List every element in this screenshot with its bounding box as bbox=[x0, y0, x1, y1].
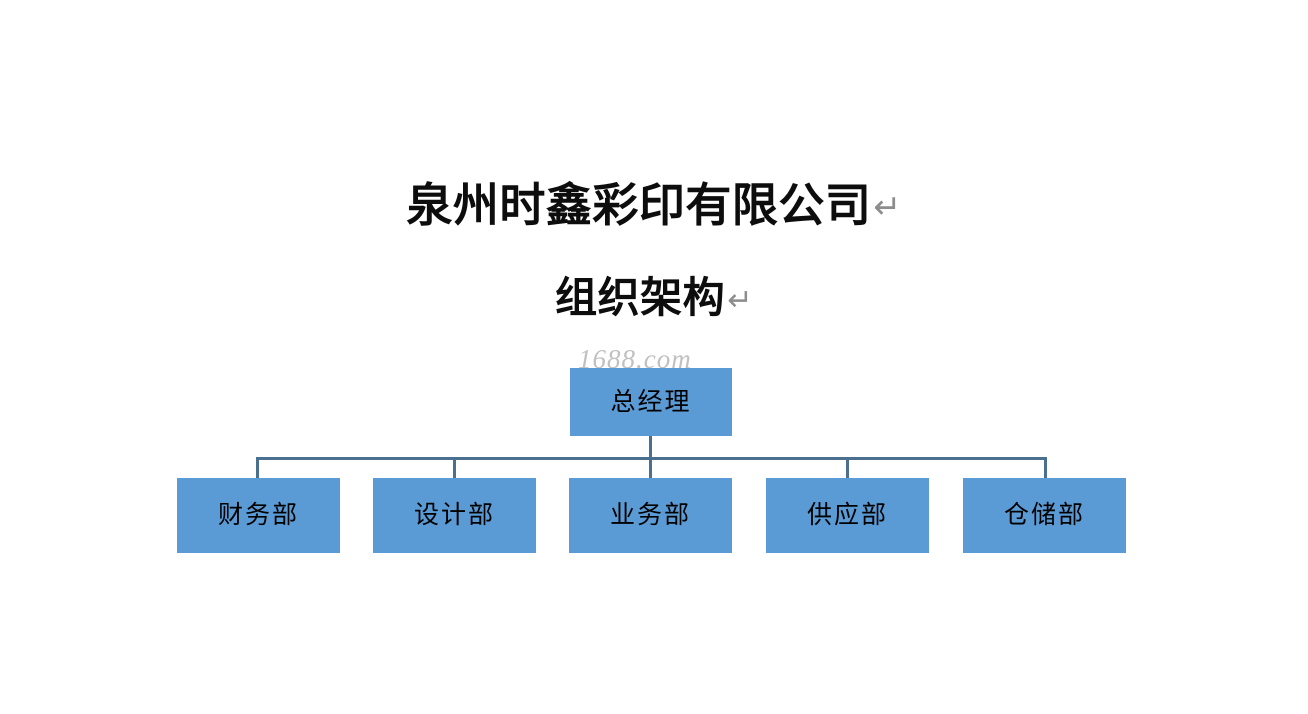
org-node-department-3[interactable]: 供应部 bbox=[766, 478, 929, 553]
connector-drop-4 bbox=[1044, 457, 1047, 479]
connector-drop-2 bbox=[649, 457, 652, 479]
org-node-label: 业务部 bbox=[609, 502, 691, 529]
connector-drop-1 bbox=[453, 457, 456, 479]
org-node-label: 财务部 bbox=[217, 502, 299, 529]
org-node-department-4[interactable]: 仓储部 bbox=[963, 478, 1126, 553]
return-mark-icon-2: ↵ bbox=[727, 283, 753, 317]
org-node-label: 总经理 bbox=[610, 388, 692, 416]
return-mark-icon-1: ↵ bbox=[873, 189, 902, 227]
connector-root-stem bbox=[649, 436, 652, 460]
org-node-department-0[interactable]: 财务部 bbox=[177, 478, 340, 553]
org-node-department-1[interactable]: 设计部 bbox=[373, 478, 536, 553]
org-node-label: 仓储部 bbox=[1003, 502, 1085, 529]
page-title-line-1: 泉州时鑫彩印有限公司↵ bbox=[0, 182, 1308, 228]
connector-drop-3 bbox=[846, 457, 849, 479]
org-node-label: 设计部 bbox=[413, 502, 495, 529]
org-node-root[interactable]: 总经理 bbox=[570, 368, 732, 436]
org-node-department-2[interactable]: 业务部 bbox=[569, 478, 732, 553]
connector-drop-0 bbox=[256, 457, 259, 479]
company-name-text: 泉州时鑫彩印有限公司 bbox=[406, 179, 872, 231]
org-node-label: 供应部 bbox=[806, 502, 888, 529]
page-title-line-2: 组织架构↵ bbox=[0, 277, 1308, 319]
subtitle-text: 组织架构 bbox=[555, 274, 726, 321]
